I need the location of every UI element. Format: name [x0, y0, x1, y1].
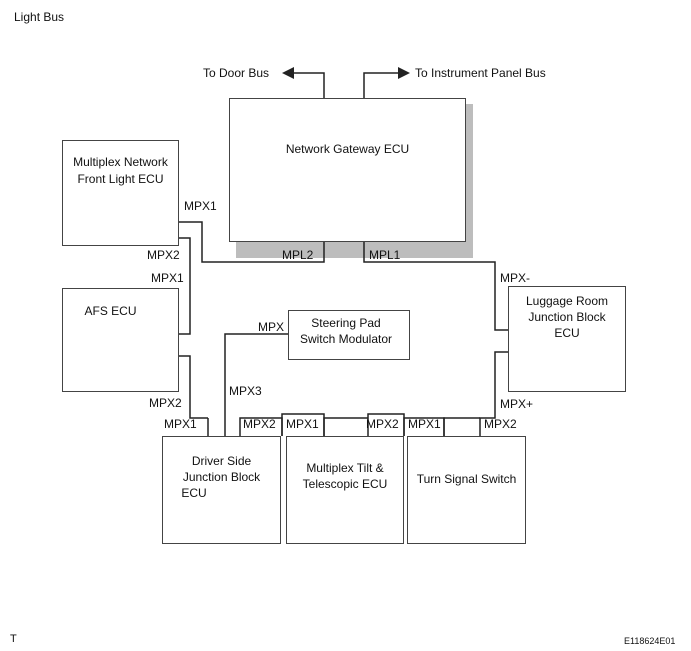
steering-pad-switch-modulator: Steering Pad Switch Modulator	[288, 310, 410, 360]
steering-pad-label-2: Switch Modulator	[299, 332, 393, 346]
port-label-tilt-mpx1: MPX1	[286, 417, 319, 431]
to-instrument-panel-bus-label: To Instrument Panel Bus	[415, 66, 546, 80]
bus-line-turn-tilt-b	[367, 413, 405, 436]
door-bus-arrowhead	[282, 67, 294, 79]
port-label-ds-mpx2: MPX2	[243, 417, 276, 431]
port-label-lug-mpx-minus: MPX-	[500, 271, 530, 285]
turn-signal-tab	[443, 417, 480, 436]
instrument-bus-line	[363, 72, 400, 98]
port-label-tilt-mpx2: MPX2	[366, 417, 399, 431]
tilt-tab	[323, 417, 368, 436]
port-label-sp-mpx: MPX	[258, 320, 285, 334]
bus-line-driver-afs	[178, 355, 208, 419]
tilt-label-1: Multiplex Tilt &	[306, 461, 384, 475]
port-label-fl-mpx2: MPX2	[147, 248, 180, 262]
page-title: Light Bus	[14, 10, 65, 24]
door-bus-line	[292, 72, 325, 98]
luggage-label-2: Junction Block	[528, 310, 606, 324]
port-label-afs-mpx2: MPX2	[149, 396, 182, 410]
to-door-bus-label: To Door Bus	[203, 66, 270, 80]
turn-signal-label: Turn Signal Switch	[416, 472, 517, 486]
port-label-gw-mpl2: MPL2	[282, 248, 314, 262]
driver-side-junction-block-ecu: Driver Side Junction Block ECU	[162, 436, 281, 544]
bus-line-luggage-turn	[479, 351, 508, 436]
instrument-bus-arrowhead	[398, 67, 410, 79]
luggage-label-1: Luggage Room	[525, 294, 609, 308]
port-label-lug-mpx-plus: MPX+	[500, 397, 534, 411]
figure-id: E118624E01	[624, 636, 676, 646]
front-light-ecu-label-1: Multiplex Network	[73, 155, 168, 169]
port-label-ds-mpx1: MPX1	[164, 417, 197, 431]
bus-line-afs-fl	[178, 237, 191, 335]
port-label-ts-mpx2: MPX2	[484, 417, 517, 431]
network-gateway-ecu: Network Gateway ECU	[229, 98, 466, 242]
multiplex-tilt-telescopic-ecu: Multiplex Tilt & Telescopic ECU	[286, 436, 404, 544]
front-light-ecu-label-2: Front Light ECU	[77, 172, 164, 186]
bus-line-fl-gateway	[178, 221, 325, 263]
port-label-fl-mpx1: MPX1	[184, 199, 217, 213]
port-label-sp-mpx3: MPX3	[229, 384, 262, 398]
driver-side-label-2: Junction Block	[182, 470, 261, 484]
bus-line-steering-driver	[224, 333, 288, 450]
port-label-afs-mpx1: MPX1	[151, 271, 184, 285]
tilt-label-2: Telescopic ECU	[302, 477, 388, 491]
steering-pad-label-1: Steering Pad	[311, 316, 381, 330]
luggage-room-junction-block-ecu: Luggage Room Junction Block ECU	[508, 286, 626, 392]
front-light-ecu: Multiplex Network Front Light ECU	[62, 140, 179, 246]
footer-left-mark: T	[10, 633, 17, 645]
luggage-label-3: ECU	[554, 326, 580, 340]
turn-signal-switch: Turn Signal Switch	[407, 436, 526, 544]
bus-line-gateway-luggage	[363, 242, 508, 331]
driver-side-label-1: Driver Side	[191, 454, 252, 468]
afs-ecu: AFS ECU	[62, 288, 179, 392]
port-label-gw-mpl1: MPL1	[369, 248, 401, 262]
driver-side-label-3: ECU	[181, 486, 207, 500]
bus-line-tilt-driver-b	[239, 417, 283, 436]
port-label-ts-mpx1: MPX1	[408, 417, 441, 431]
network-gateway-ecu-label: Network Gateway ECU	[285, 142, 410, 156]
afs-ecu-label: AFS ECU	[84, 304, 137, 318]
